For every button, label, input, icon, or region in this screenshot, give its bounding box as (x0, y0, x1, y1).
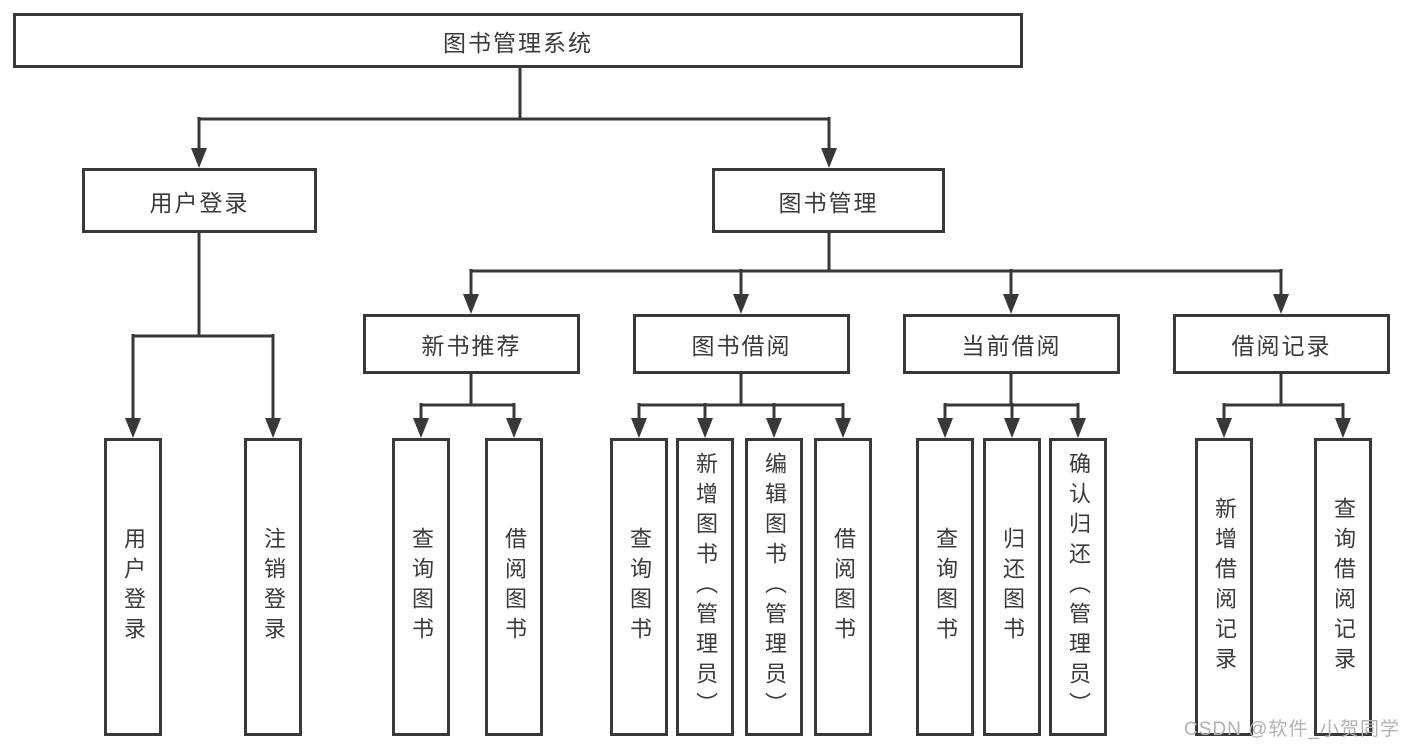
node-user-login: 用户登录 (82, 168, 317, 233)
node-borrow-record: 借阅记录 (1173, 314, 1390, 374)
leaf-newbook-borrow-books: 借阅图书 (485, 438, 543, 736)
leaf-newbook-query-books: 查询图书 (392, 438, 450, 736)
leaf-borrow-edit-books-admin: 编辑图书（管理员） (745, 438, 803, 736)
node-current-borrow: 当前借阅 (903, 314, 1120, 374)
node-root: 图书管理系统 (13, 13, 1023, 68)
leaf-current-query-books: 查询图书 (916, 438, 974, 736)
leaf-record-add-borrow-record: 新增借阅记录 (1195, 438, 1253, 736)
node-book-management: 图书管理 (712, 168, 945, 233)
leaf-borrow-add-books-admin: 新增图书（管理员） (676, 438, 734, 736)
leaf-record-query-borrow-record: 查询借阅记录 (1314, 438, 1372, 736)
leaf-borrow-query-books: 查询图书 (610, 438, 668, 736)
leaf-user-login: 用户登录 (104, 438, 162, 736)
leaf-borrow-borrow-books: 借阅图书 (814, 438, 872, 736)
leaf-logout: 注销登录 (244, 438, 302, 736)
leaf-current-return-books: 归还图书 (983, 438, 1041, 736)
arrowheads (125, 148, 1351, 438)
leaf-current-confirm-return-admin: 确认归还（管理员） (1049, 438, 1107, 736)
node-new-book-recommend: 新书推荐 (363, 314, 580, 374)
node-book-borrow: 图书借阅 (633, 314, 850, 374)
csdn-watermark: CSDN @软件_小贺同学 (1184, 719, 1400, 740)
